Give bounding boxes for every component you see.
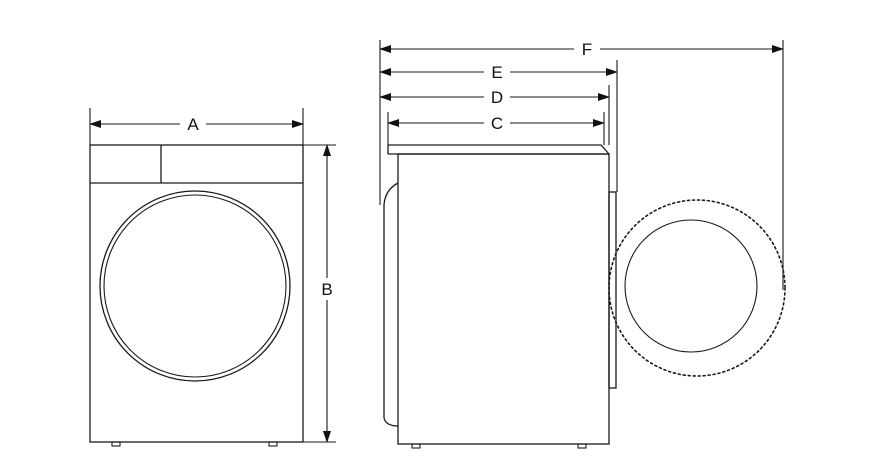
opened-door: [608, 199, 786, 377]
opened-door-swing-outline: [608, 199, 786, 377]
dimension-a-label: A: [187, 115, 199, 134]
side-view: [383, 144, 617, 449]
dimension-f-label: F: [582, 40, 592, 59]
side-foot-front: [577, 443, 587, 449]
side-top-lid: [387, 144, 610, 155]
side-body: [397, 153, 610, 445]
dimension-c: C: [387, 112, 605, 134]
dimension-d: D: [379, 86, 610, 108]
front-view: [89, 144, 304, 447]
dimension-c-label: C: [491, 114, 503, 133]
dimension-e-label: E: [491, 63, 502, 82]
side-rear-bulge: [383, 182, 399, 427]
door-outer-ring: [99, 190, 291, 382]
front-body: [89, 144, 304, 443]
dimension-b: B: [303, 144, 337, 443]
door-inner-ring: [103, 194, 287, 378]
dimension-d-label: D: [491, 88, 503, 107]
dimension-a: A: [89, 108, 304, 145]
opened-door-glass: [624, 219, 758, 353]
side-foot-rear: [411, 443, 421, 449]
side-door-profile: [608, 191, 617, 389]
side-extension-lines: [379, 40, 784, 290]
front-foot-right: [268, 441, 278, 447]
front-foot-left: [111, 441, 121, 447]
dimension-b-label: B: [321, 280, 332, 299]
dimension-e: E: [379, 61, 618, 83]
dimension-f: F: [379, 38, 784, 60]
